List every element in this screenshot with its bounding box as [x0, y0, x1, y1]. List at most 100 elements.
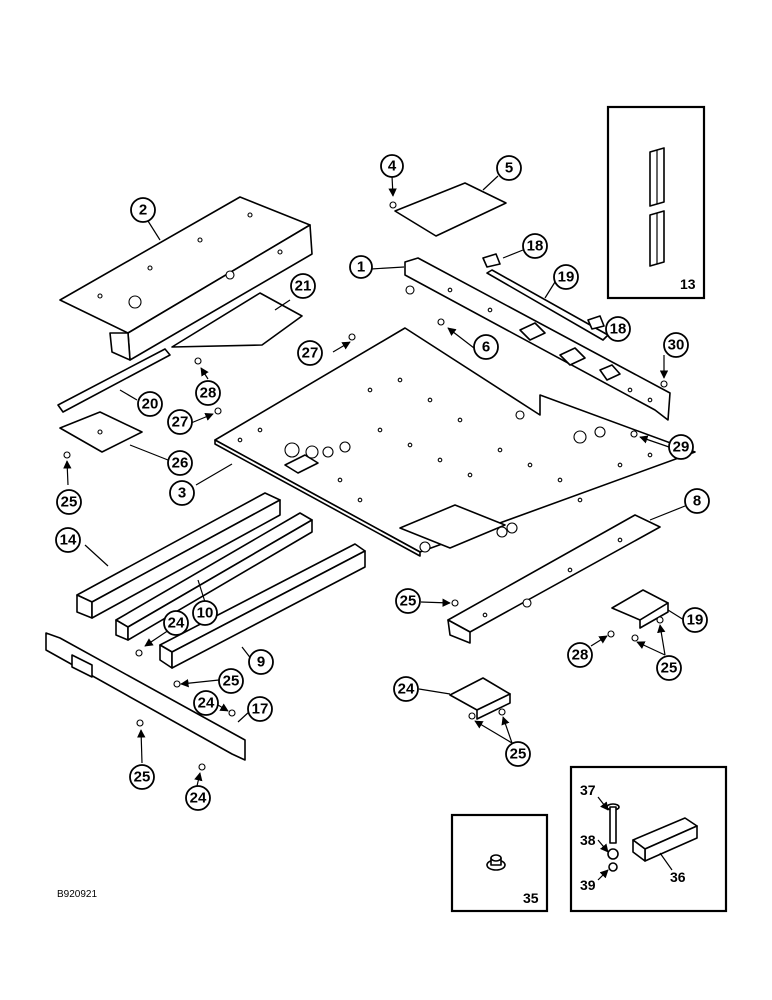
- balloon-4: 4: [380, 154, 404, 178]
- svg-text:21: 21: [295, 278, 312, 295]
- strip-part-lower: [649, 210, 665, 267]
- svg-text:4: 4: [388, 158, 397, 175]
- part-20-plate: [171, 292, 303, 348]
- balloon-28: 29: [668, 434, 694, 460]
- part-9-channel: [159, 543, 366, 669]
- balloon-26-bottom-right: 25: [505, 741, 531, 767]
- svg-text:28: 28: [200, 385, 217, 402]
- part-10-channel: [115, 512, 313, 641]
- balloon-25-mid: 24: [193, 690, 219, 716]
- svg-text:10: 10: [197, 605, 214, 622]
- part-18-strip: [57, 348, 171, 413]
- svg-text:19: 19: [558, 269, 575, 286]
- svg-text:8: 8: [693, 493, 701, 510]
- svg-text:27: 27: [172, 414, 189, 431]
- balloon-16-lower: 18: [605, 316, 631, 342]
- figure-code: B920921: [57, 889, 97, 900]
- svg-text:24: 24: [190, 790, 207, 807]
- balloon-29-left: 28: [195, 380, 221, 406]
- svg-text:5: 5: [505, 160, 513, 177]
- balloon-25-bottom: 24: [185, 785, 211, 811]
- svg-text:6: 6: [482, 339, 490, 356]
- balloon-1: 1: [349, 255, 373, 279]
- inset-36: 37 38 39 36: [569, 765, 728, 913]
- balloon-20: 21: [290, 273, 316, 299]
- balloon-25-upper: 24: [163, 610, 189, 636]
- svg-text:26: 26: [172, 455, 189, 472]
- inset-13: 13: [606, 105, 706, 300]
- svg-text:25: 25: [661, 660, 678, 677]
- inset-35: 35: [450, 813, 549, 913]
- svg-text:25: 25: [223, 673, 240, 690]
- balloon-27-lower: 27: [167, 409, 193, 435]
- balloon-21: 24: [393, 676, 419, 702]
- balloon-6: 6: [473, 334, 499, 360]
- balloon-14: 14: [55, 527, 81, 553]
- svg-text:18: 18: [527, 238, 544, 255]
- strip-part-upper: [649, 147, 665, 207]
- part-15-channel: [45, 632, 246, 761]
- svg-text:28: 28: [572, 647, 589, 664]
- svg-text:25: 25: [510, 746, 527, 763]
- balloon-2: 2: [130, 197, 156, 223]
- svg-text:3: 3: [178, 485, 186, 502]
- balloon-27-upper: 27: [297, 340, 323, 366]
- part-21-bracket: [449, 677, 511, 720]
- balloon-8: 8: [684, 488, 710, 514]
- part-39-label: 39: [580, 877, 596, 893]
- balloon-5: 5: [496, 155, 522, 181]
- part-19-bracket: [611, 589, 669, 629]
- svg-text:18: 18: [610, 321, 627, 338]
- svg-text:27: 27: [302, 345, 319, 362]
- part-3-main-plate: [214, 327, 696, 557]
- clamp-block-part: [632, 817, 698, 862]
- balloon-16-upper: 18: [522, 233, 548, 259]
- svg-text:24: 24: [398, 681, 415, 698]
- svg-text:1: 1: [357, 259, 365, 276]
- part-24-plate: [59, 411, 143, 453]
- balloon-17: 19: [553, 264, 579, 290]
- part-1-rail: [404, 257, 671, 421]
- part-38-label: 38: [580, 832, 596, 848]
- svg-text:25: 25: [400, 593, 417, 610]
- svg-text:9: 9: [257, 654, 265, 671]
- balloon-10: 10: [192, 600, 218, 626]
- balloon-26-far-right: 25: [656, 655, 682, 681]
- balloon-30: 30: [663, 332, 689, 358]
- svg-text:30: 30: [668, 337, 685, 354]
- svg-text:24: 24: [168, 615, 185, 632]
- svg-text:2: 2: [139, 202, 147, 219]
- balloon-15: 17: [247, 696, 273, 722]
- part-37-label: 37: [580, 782, 596, 798]
- inset-36-label: 36: [670, 869, 686, 885]
- washer-part: [607, 848, 619, 860]
- balloon-9: 9: [248, 649, 274, 675]
- balloon-29-right: 28: [567, 642, 593, 668]
- svg-text:20: 20: [142, 396, 159, 413]
- part-14-channel: [76, 492, 281, 619]
- svg-text:29: 29: [673, 439, 690, 456]
- part-8-rail: [447, 514, 661, 644]
- balloon-26-mid-left: 25: [218, 668, 244, 694]
- balloon-26-bottom-left: 25: [129, 764, 155, 790]
- svg-text:25: 25: [134, 769, 151, 786]
- balloon-24: 26: [167, 450, 193, 476]
- part-16-pad-lower: [587, 315, 605, 330]
- svg-text:24: 24: [198, 695, 215, 712]
- balloon-18: 20: [137, 391, 163, 417]
- svg-text:14: 14: [60, 532, 77, 549]
- part-5-cover: [394, 182, 507, 237]
- svg-text:17: 17: [252, 701, 269, 718]
- balloon-26-top-left: 25: [56, 489, 82, 515]
- fasteners: [63, 201, 668, 771]
- inset-13-label: 13: [680, 276, 696, 292]
- plug-part: [486, 854, 506, 871]
- inset-35-label: 35: [523, 890, 539, 906]
- nut-part: [608, 862, 618, 872]
- svg-text:19: 19: [687, 612, 704, 629]
- svg-text:25: 25: [61, 494, 78, 511]
- balloon-19: 19: [682, 607, 708, 633]
- part-2-top-beam: [59, 196, 313, 361]
- balloon-26-right: 25: [395, 588, 421, 614]
